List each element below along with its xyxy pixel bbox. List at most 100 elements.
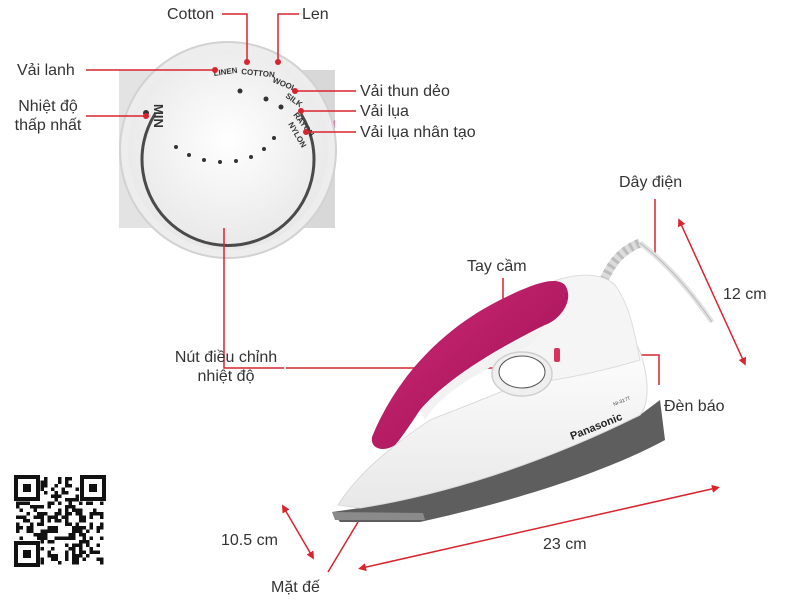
- qr-cell: [44, 491, 48, 495]
- label-length: 23 cm: [543, 536, 587, 553]
- qr-code: [14, 475, 106, 567]
- qr-cell: [54, 536, 58, 540]
- qr-cell: [96, 557, 100, 561]
- qr-cell: [26, 526, 30, 530]
- qr-cell: [68, 522, 72, 526]
- qr-cell: [54, 515, 58, 519]
- callout-len: [277, 13, 299, 62]
- qr-cell: [40, 505, 44, 509]
- qr-cell: [58, 512, 62, 516]
- qr-cell: [89, 547, 93, 551]
- qr-cell: [72, 547, 76, 551]
- qr-cell: [40, 557, 44, 561]
- qr-cell: [58, 536, 62, 540]
- dial-dots: [143, 88, 284, 164]
- label-nhiet-do-line2: thấp nhất: [14, 117, 82, 134]
- qr-cell: [75, 508, 79, 512]
- qr-cell: [65, 550, 69, 554]
- qr-cell: [65, 508, 69, 512]
- qr-cell: [33, 515, 37, 519]
- indicator-light: [554, 348, 560, 362]
- qr-cell: [82, 540, 86, 544]
- qr-cell: [30, 526, 34, 530]
- dial-knurl: [119, 41, 337, 259]
- qr-cell: [82, 536, 86, 540]
- qr-cell: [89, 550, 93, 554]
- qr-cell: [79, 543, 83, 547]
- qr-cell: [54, 554, 58, 558]
- qr-cell: [51, 540, 55, 544]
- qr-cell: [54, 519, 58, 523]
- qr-cell: [100, 526, 104, 530]
- dial-closeup: LINEN COTTON WOOL SILK RAYON NYLON MIN: [119, 41, 337, 259]
- qr-cell: [65, 557, 69, 561]
- qr-cell: [72, 561, 76, 565]
- qr-cell: [86, 554, 90, 558]
- qr-cell: [75, 487, 79, 491]
- label-nhiet-do-line1: Nhiệt độ: [18, 98, 78, 115]
- label-height: 12 cm: [723, 286, 767, 303]
- qr-cell: [89, 536, 93, 540]
- qr-cell: [37, 515, 41, 519]
- qr-cell: [100, 557, 104, 561]
- qr-cell: [33, 508, 37, 512]
- qr-cell: [37, 533, 41, 537]
- label-mat-de: Mặt đế: [271, 579, 320, 596]
- qr-cell: [79, 550, 83, 554]
- qr-cell: [40, 540, 44, 544]
- qr-cell: [16, 501, 20, 505]
- label-day-dien: Dây điện: [619, 174, 683, 191]
- iron-temperature-knob: [491, 351, 553, 397]
- label-nut-dieu-chinh-nhiet-do: Nút điều chỉnh nhiệt độ: [164, 348, 288, 386]
- qr-cell: [58, 508, 62, 512]
- qr-cell: [16, 526, 20, 530]
- qr-cell: [72, 508, 76, 512]
- qr-cell: [61, 515, 65, 519]
- qr-cell: [54, 491, 58, 495]
- qr-cell: [54, 557, 58, 561]
- qr-cell: [58, 561, 62, 565]
- qr-cell: [96, 550, 100, 554]
- qr-cell: [40, 519, 44, 523]
- qr-cell: [23, 519, 27, 523]
- qr-cell: [54, 526, 58, 530]
- qr-cell: [26, 519, 30, 523]
- qr-cell: [44, 529, 48, 533]
- iron-illustration: Panasonic NI-317T: [332, 238, 715, 522]
- qr-cell: [89, 522, 93, 526]
- label-den-bao: Đèn báo: [664, 398, 725, 415]
- qr-cell: [82, 515, 86, 519]
- qr-cell: [65, 512, 69, 516]
- qr-cell: [79, 526, 83, 530]
- qr-cell: [65, 522, 69, 526]
- qr-cell: [16, 515, 20, 519]
- qr-cell: [47, 519, 51, 523]
- qr-cell: [33, 533, 37, 537]
- qr-cell: [40, 512, 44, 516]
- qr-cell: [51, 494, 55, 498]
- qr-cell: [47, 550, 51, 554]
- qr-cell: [37, 512, 41, 516]
- qr-cell: [68, 512, 72, 516]
- qr-cell: [65, 536, 69, 540]
- qr-cell: [89, 512, 93, 516]
- qr-cell: [75, 529, 79, 533]
- qr-cell: [79, 554, 83, 558]
- qr-cell: [75, 543, 79, 547]
- label-vai-lanh: Vải lanh: [17, 62, 75, 79]
- qr-cell: [54, 498, 58, 502]
- qr-cell: [86, 540, 90, 544]
- qr-cell: [75, 494, 79, 498]
- qr-cell: [96, 526, 100, 530]
- qr-cell: [100, 561, 104, 565]
- qr-cell: [16, 529, 20, 533]
- label-width: 10.5 cm: [221, 532, 278, 549]
- qr-cell: [79, 547, 83, 551]
- qr-cell: [58, 519, 62, 523]
- qr-cell: [58, 477, 62, 481]
- qr-cell: [58, 480, 62, 484]
- label-nhiet-do-thap-nhat: Nhiệt độ thấp nhất: [8, 97, 88, 135]
- qr-cell: [72, 526, 76, 530]
